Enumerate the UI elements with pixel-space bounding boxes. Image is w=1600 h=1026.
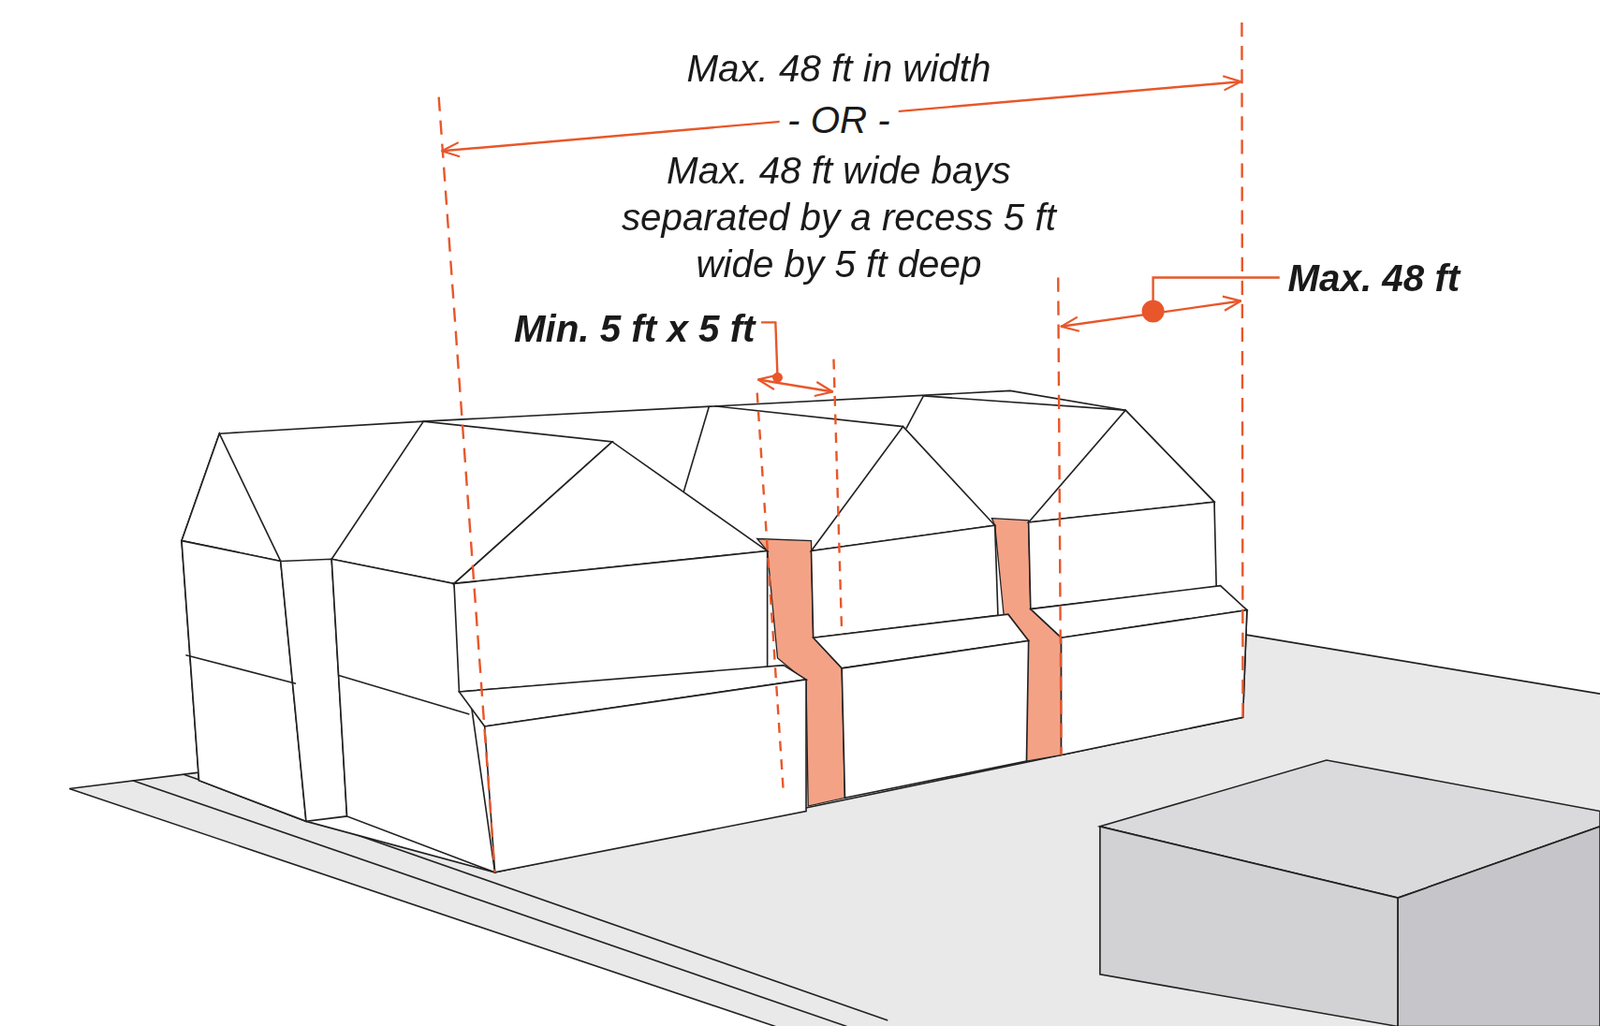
leader-dot	[1142, 299, 1165, 323]
bay-lower-wall	[1061, 610, 1248, 756]
extent-line	[1241, 22, 1243, 720]
extent-line	[1057, 277, 1061, 755]
dimension-note: Max. 48 ft in width	[686, 45, 991, 93]
dimension-note: Max. 48 ft wide bays separated by a rece…	[582, 147, 1096, 289]
roof-line	[714, 406, 904, 427]
floor-line	[338, 675, 470, 715]
end-gable	[181, 433, 281, 561]
building-mass	[181, 390, 1248, 872]
floor-line	[185, 655, 296, 685]
dimension-arrow	[441, 81, 1241, 151]
roof-line	[923, 396, 1126, 411]
leader-line	[761, 322, 778, 378]
extent-line	[439, 97, 496, 873]
bay-lower-wall	[484, 679, 807, 873]
roof-line	[683, 406, 709, 493]
dimension-note: - OR -	[778, 97, 898, 145]
neighbour-wall	[1397, 826, 1600, 1026]
neighbour-wall	[1100, 826, 1398, 1026]
dimension-arrow	[758, 379, 834, 392]
leader-line	[1153, 277, 1280, 311]
extent-line	[757, 393, 784, 797]
bay-lower-wall	[841, 640, 1028, 798]
leader-dot	[772, 372, 783, 383]
dimension-label: Max. 48 ft	[1287, 254, 1460, 302]
extent-line	[833, 359, 842, 635]
dimension-label: Min. 5 ft x 5 ft	[513, 306, 756, 353]
roof-line	[906, 396, 925, 429]
ground-edge	[1245, 634, 1600, 694]
